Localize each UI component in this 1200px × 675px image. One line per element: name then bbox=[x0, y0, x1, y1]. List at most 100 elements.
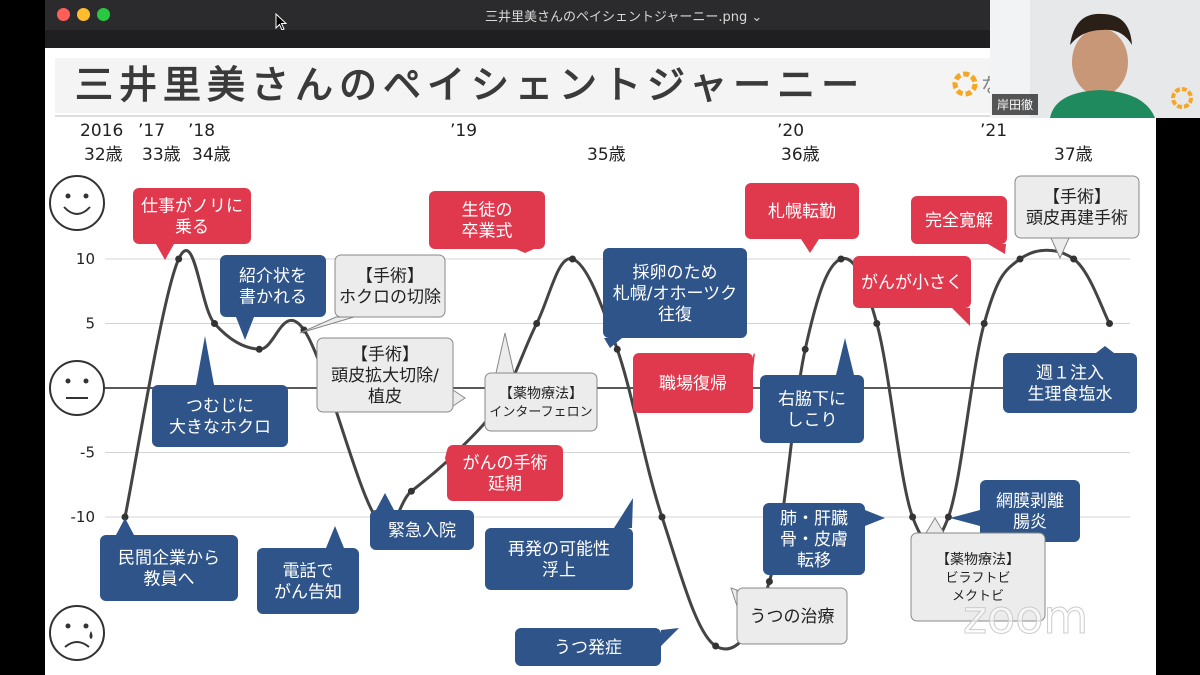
callout-tail bbox=[952, 308, 970, 326]
event-callout: 職場復帰 bbox=[633, 353, 755, 413]
mood-point bbox=[569, 255, 576, 263]
timeline-year: ’20 bbox=[777, 121, 804, 141]
screen-edge bbox=[1156, 118, 1200, 675]
callout-text: 【手術】 bbox=[356, 266, 424, 286]
mood-curve bbox=[123, 248, 1111, 651]
callout-box bbox=[100, 535, 238, 601]
callout-text: ホクロの切除 bbox=[339, 287, 441, 307]
callout-text: 民間企業から bbox=[118, 548, 220, 568]
callout-box bbox=[447, 445, 563, 501]
slide-image: 三井里美さんのペイシェントジャーニー な 201632歳’1733歳’1834歳… bbox=[45, 48, 1156, 675]
mood-point bbox=[909, 513, 917, 521]
y-tick-label: -5 bbox=[80, 444, 95, 462]
callout-text: 札幌/オホーツク bbox=[613, 284, 737, 304]
callout-tail bbox=[753, 353, 755, 371]
callout-tail bbox=[516, 249, 534, 253]
mood-point bbox=[658, 513, 666, 521]
event-callout: 【手術】ホクロの切除 bbox=[299, 254, 446, 334]
y-axis-ticks: 105-5-10 bbox=[71, 250, 96, 526]
window-titlebar[interactable]: 三井里美さんのペイシェントジャーニー.png ⌄ bbox=[45, 0, 990, 31]
journey-chart: 三井里美さんのペイシェントジャーニー な 201632歳’1733歳’1834歳… bbox=[49, 58, 1146, 666]
y-tick-label: -10 bbox=[71, 508, 96, 526]
event-callout: 札幌転勤 bbox=[745, 183, 859, 253]
callout-text: 延期 bbox=[488, 474, 522, 494]
mood-point bbox=[121, 513, 129, 521]
callout-text: 【薬物療法】 bbox=[936, 551, 1020, 568]
event-callout: 【手術】頭皮拡大切除/植皮 bbox=[316, 337, 466, 413]
callout-text: 採卵のため bbox=[633, 263, 718, 283]
callout-box bbox=[633, 353, 753, 413]
callout-text: 紹介状を bbox=[239, 266, 307, 286]
callout-tail bbox=[836, 338, 854, 375]
event-callout: 緊急入院 bbox=[370, 493, 474, 550]
mood-point bbox=[980, 320, 988, 327]
callout-tail bbox=[156, 244, 174, 260]
mood-point bbox=[873, 320, 881, 327]
participant-video[interactable] bbox=[990, 0, 1200, 118]
callout-box bbox=[220, 255, 326, 317]
callout-tail bbox=[299, 316, 355, 334]
event-callout: がんが小さく bbox=[853, 256, 971, 326]
callout-box bbox=[760, 375, 864, 443]
cursor-icon bbox=[275, 13, 287, 31]
minimize-window-icon[interactable] bbox=[77, 8, 90, 21]
callout-text: インターフェロン bbox=[489, 405, 592, 420]
callout-tail bbox=[925, 517, 945, 534]
timeline-age: 34歳 bbox=[192, 145, 231, 165]
callout-text: 電話で bbox=[283, 561, 334, 581]
zoom-window-icon[interactable] bbox=[97, 8, 110, 21]
close-window-icon[interactable] bbox=[57, 8, 70, 21]
event-callout: 【薬物療法】インターフェロン bbox=[484, 332, 598, 432]
callout-text: 植皮 bbox=[368, 387, 402, 407]
callout-text: 再発の可能性 bbox=[508, 539, 610, 559]
mood-point bbox=[1070, 255, 1078, 263]
timeline-age: 36歳 bbox=[781, 145, 820, 165]
slide-title: 三井里美さんのペイシェントジャーニー bbox=[75, 63, 865, 107]
callout-text: 頭皮拡大切除/ bbox=[331, 366, 439, 386]
callout-text: 往復 bbox=[658, 305, 692, 325]
callout-text: 頭皮再建手術 bbox=[1026, 208, 1128, 228]
callout-text: つむじに bbox=[186, 396, 254, 416]
mood-point bbox=[944, 513, 952, 521]
callout-text: 網膜剥離 bbox=[996, 491, 1064, 511]
timeline-year: 2016 bbox=[80, 121, 123, 141]
callout-tail bbox=[445, 450, 447, 466]
timeline-age: 32歳 bbox=[84, 145, 123, 165]
callout-box bbox=[316, 337, 454, 413]
callout-text: 生理食塩水 bbox=[1028, 384, 1113, 404]
happy-face-icon bbox=[49, 175, 105, 231]
mood-icons bbox=[49, 175, 105, 661]
callout-box bbox=[1014, 175, 1140, 239]
callout-text: 右脇下に bbox=[778, 389, 846, 409]
callout-box bbox=[429, 191, 545, 249]
mood-point bbox=[837, 255, 845, 263]
callout-tail bbox=[116, 518, 134, 535]
window-title: 三井里美さんのペイシェントジャーニー.png ⌄ bbox=[485, 10, 763, 25]
callout-text: うつの治療 bbox=[750, 607, 835, 627]
callout-text: 乗る bbox=[175, 217, 209, 237]
callout-box bbox=[910, 532, 1046, 622]
timeline-year: ’18 bbox=[188, 121, 215, 141]
callout-tail bbox=[326, 526, 344, 548]
callout-box bbox=[763, 503, 865, 575]
callout-box bbox=[152, 385, 288, 447]
callout-tail bbox=[988, 244, 1006, 254]
callout-box bbox=[133, 188, 251, 244]
timeline-age: 37歳 bbox=[1054, 145, 1093, 165]
callout-text: 札幌転勤 bbox=[768, 202, 836, 222]
callout-tail bbox=[452, 389, 466, 407]
timeline-year: ’21 bbox=[980, 121, 1007, 141]
callout-box bbox=[1003, 353, 1137, 413]
